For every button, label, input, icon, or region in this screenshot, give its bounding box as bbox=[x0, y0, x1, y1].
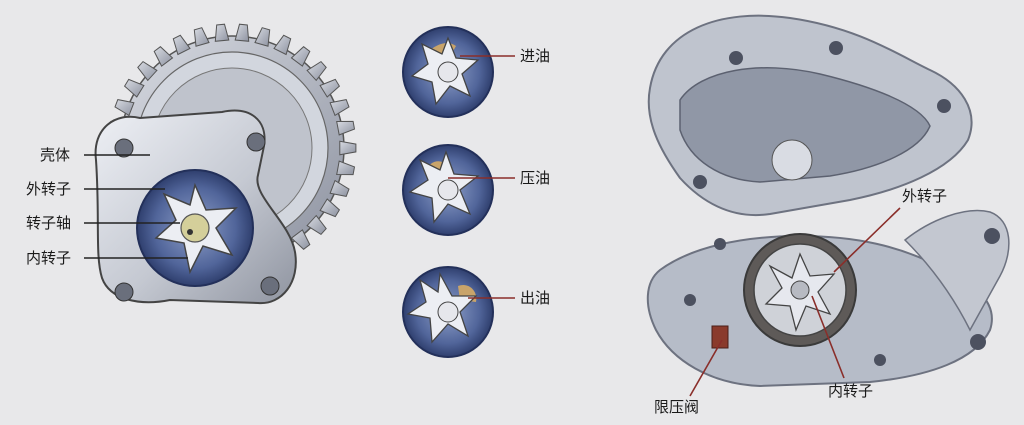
label-shell: 壳体 bbox=[40, 146, 70, 164]
gear-tooth bbox=[337, 161, 355, 175]
label-intake: 进油 bbox=[520, 47, 550, 65]
label-inner-rotor-right: 内转子 bbox=[828, 382, 873, 400]
label-outer-rotor-left: 外转子 bbox=[26, 180, 71, 198]
gear-tooth bbox=[340, 141, 356, 155]
label-inner-rotor-left: 内转子 bbox=[26, 249, 71, 267]
stage-diagrams bbox=[403, 27, 515, 357]
rotor-shaft bbox=[181, 214, 209, 242]
label-discharge: 出油 bbox=[520, 289, 550, 307]
stage-intake bbox=[403, 27, 515, 117]
stage-discharge bbox=[403, 267, 515, 357]
gear-tooth bbox=[215, 24, 229, 41]
label-compression: 压油 bbox=[520, 169, 550, 187]
pump-photo bbox=[648, 16, 1009, 386]
label-rotor-shaft: 转子轴 bbox=[26, 214, 71, 232]
stage-compression bbox=[403, 145, 515, 235]
gear-tooth bbox=[194, 28, 209, 47]
label-pressure-valve: 限压阀 bbox=[654, 398, 699, 416]
left-pump-diagram bbox=[96, 24, 356, 303]
gear-tooth bbox=[255, 28, 270, 47]
gear-tooth bbox=[235, 24, 249, 41]
gear-tooth bbox=[337, 121, 355, 134]
label-outer-rotor-right: 外转子 bbox=[902, 187, 947, 205]
